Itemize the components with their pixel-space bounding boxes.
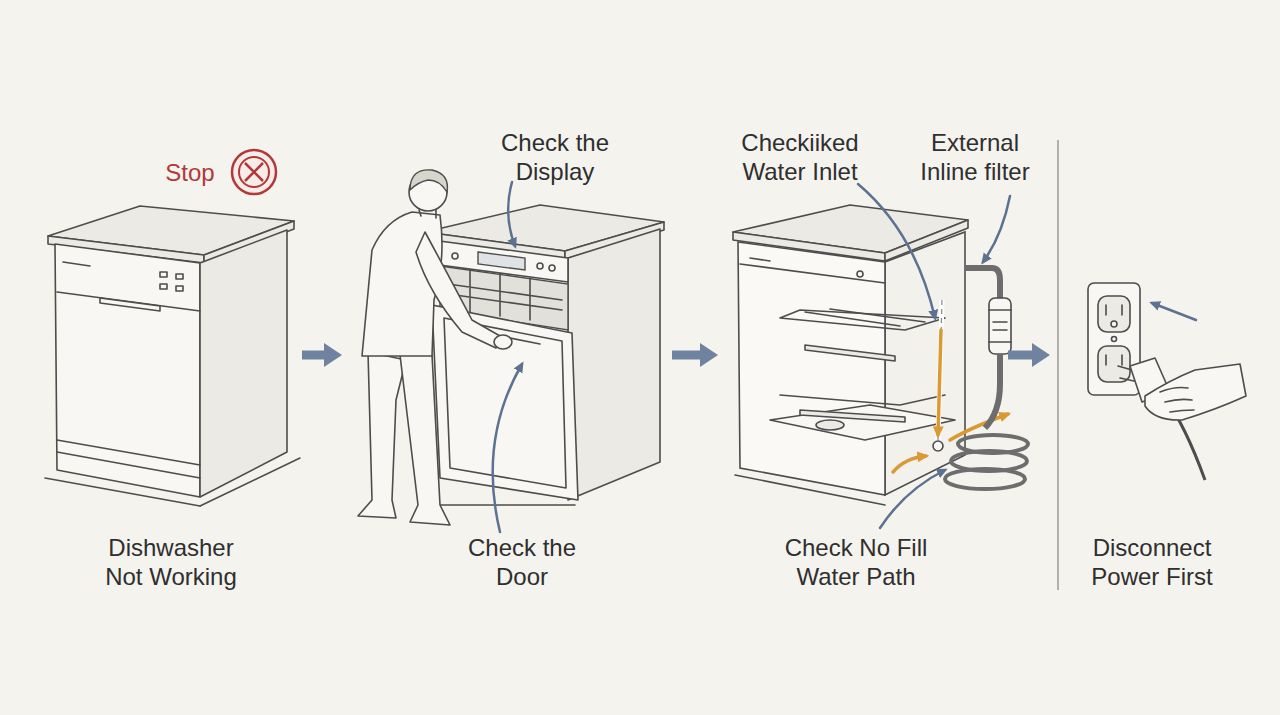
dishwasher-illustration [55, 244, 200, 497]
dishwasher-illustration [420, 205, 664, 505]
dishwasher-cutaway [938, 300, 942, 440]
dishwasher-cutaway [857, 271, 863, 277]
callout-leader [858, 184, 1010, 528]
dishwasher-illustration [176, 274, 183, 279]
plug-and-hand [1160, 388, 1194, 413]
step-panel: Disconnect Power First [1050, 110, 1260, 600]
dishwasher-illustration [549, 265, 555, 271]
dishwasher-cutaway [780, 310, 945, 330]
inlet-hose-filter [989, 310, 1011, 342]
dishwasher-cutaway [933, 441, 943, 451]
step-caption: Check No Fill Water Path [776, 533, 936, 591]
step-panel: Check the Door [342, 110, 672, 600]
caption-group: Check the Door [457, 533, 587, 591]
inlet-hose-filter [985, 354, 1000, 428]
dishwasher-illustration [100, 298, 160, 311]
caption-group: Check No Fill Water Path [776, 533, 936, 591]
dishwasher-illustration [45, 206, 300, 506]
callout-leader [880, 470, 945, 528]
dishwasher-illustration [63, 262, 90, 266]
stop-symbol [239, 157, 269, 187]
dishwasher-cutaway [816, 420, 844, 430]
wall-outlet [1088, 283, 1140, 395]
callout-label: Check the Display [490, 128, 620, 186]
dishwasher-cutaway [805, 309, 925, 326]
dishwasher-cutaway [733, 205, 968, 505]
plug-and-hand [1145, 364, 1246, 420]
person-figure [358, 170, 512, 525]
dishwasher-illustration [420, 504, 575, 506]
dishwasher-cutaway [800, 410, 905, 422]
callout-leader [858, 184, 935, 318]
person-figure [416, 232, 500, 348]
callout-leader [983, 196, 1010, 262]
callout-leader [508, 182, 515, 246]
person-figure [358, 352, 406, 518]
stop-symbol [245, 163, 263, 181]
callout-label: Checkiiked Water Inlet [725, 128, 875, 186]
caption-group: Disconnect Power First [1077, 533, 1227, 591]
water-flow-arrow [893, 456, 926, 472]
dishwasher-illustration [57, 440, 200, 465]
dishwasher-illustration [57, 452, 200, 478]
flow-arrow [672, 351, 700, 360]
dishwasher-illustration [176, 286, 183, 291]
callout-label: External Inline filter [905, 128, 1045, 186]
dishwasher-illustration [57, 292, 200, 311]
person-figure [494, 335, 512, 349]
step-caption: Disconnect Power First [1077, 533, 1227, 591]
inlet-hose-filter [945, 268, 1028, 489]
dishwasher-cutaway [780, 395, 945, 405]
inlet-hose-filter [945, 469, 1025, 489]
step-caption: Dishwasher Not Working [96, 533, 246, 591]
dishwasher-illustration [452, 253, 458, 259]
inlet-hose-filter [965, 268, 1000, 300]
wall-outlet [1098, 346, 1130, 382]
callout-leader [1152, 303, 1196, 320]
caption-group: Dishwasher Not Working [96, 533, 246, 591]
dishwasher-illustration [200, 230, 287, 497]
callout-leader [1152, 303, 1196, 320]
wall-outlet [1098, 296, 1130, 332]
stop-symbol [232, 150, 276, 194]
stop-symbol [232, 150, 276, 194]
panel-divider [1057, 140, 1059, 590]
dishwasher-cutaway [740, 264, 885, 283]
dishwasher-cutaway [750, 258, 770, 261]
wall-outlet [1112, 337, 1117, 342]
dishwasher-cutaway [805, 345, 895, 361]
wall-outlet [1111, 321, 1117, 327]
inlet-hose-filter [989, 298, 1011, 354]
dishwasher-illustration [568, 229, 660, 500]
dishwasher-cutaway [738, 242, 885, 495]
flow-arrow [302, 351, 324, 360]
callout-leader [493, 364, 522, 532]
person-figure [410, 170, 447, 192]
wall-outlet [1088, 283, 1140, 395]
step-caption: Check the Door [457, 533, 587, 591]
plug-and-hand [1118, 358, 1246, 480]
callout-label: Stop [160, 158, 220, 187]
dishwasher-illustration [537, 263, 543, 269]
water-flow-arrow [938, 330, 941, 435]
dishwasher-cutaway [770, 405, 955, 440]
flow-arrow [1008, 351, 1032, 360]
person-figure [400, 355, 450, 525]
callout-leader [493, 182, 522, 532]
dishwasher-illustration [478, 252, 525, 270]
dishwasher-cutaway [938, 300, 942, 440]
dishwasher-illustration [160, 272, 167, 277]
wall-outlet [1106, 305, 1122, 365]
dishwasher-illustration [160, 284, 167, 289]
person-figure [419, 210, 436, 218]
